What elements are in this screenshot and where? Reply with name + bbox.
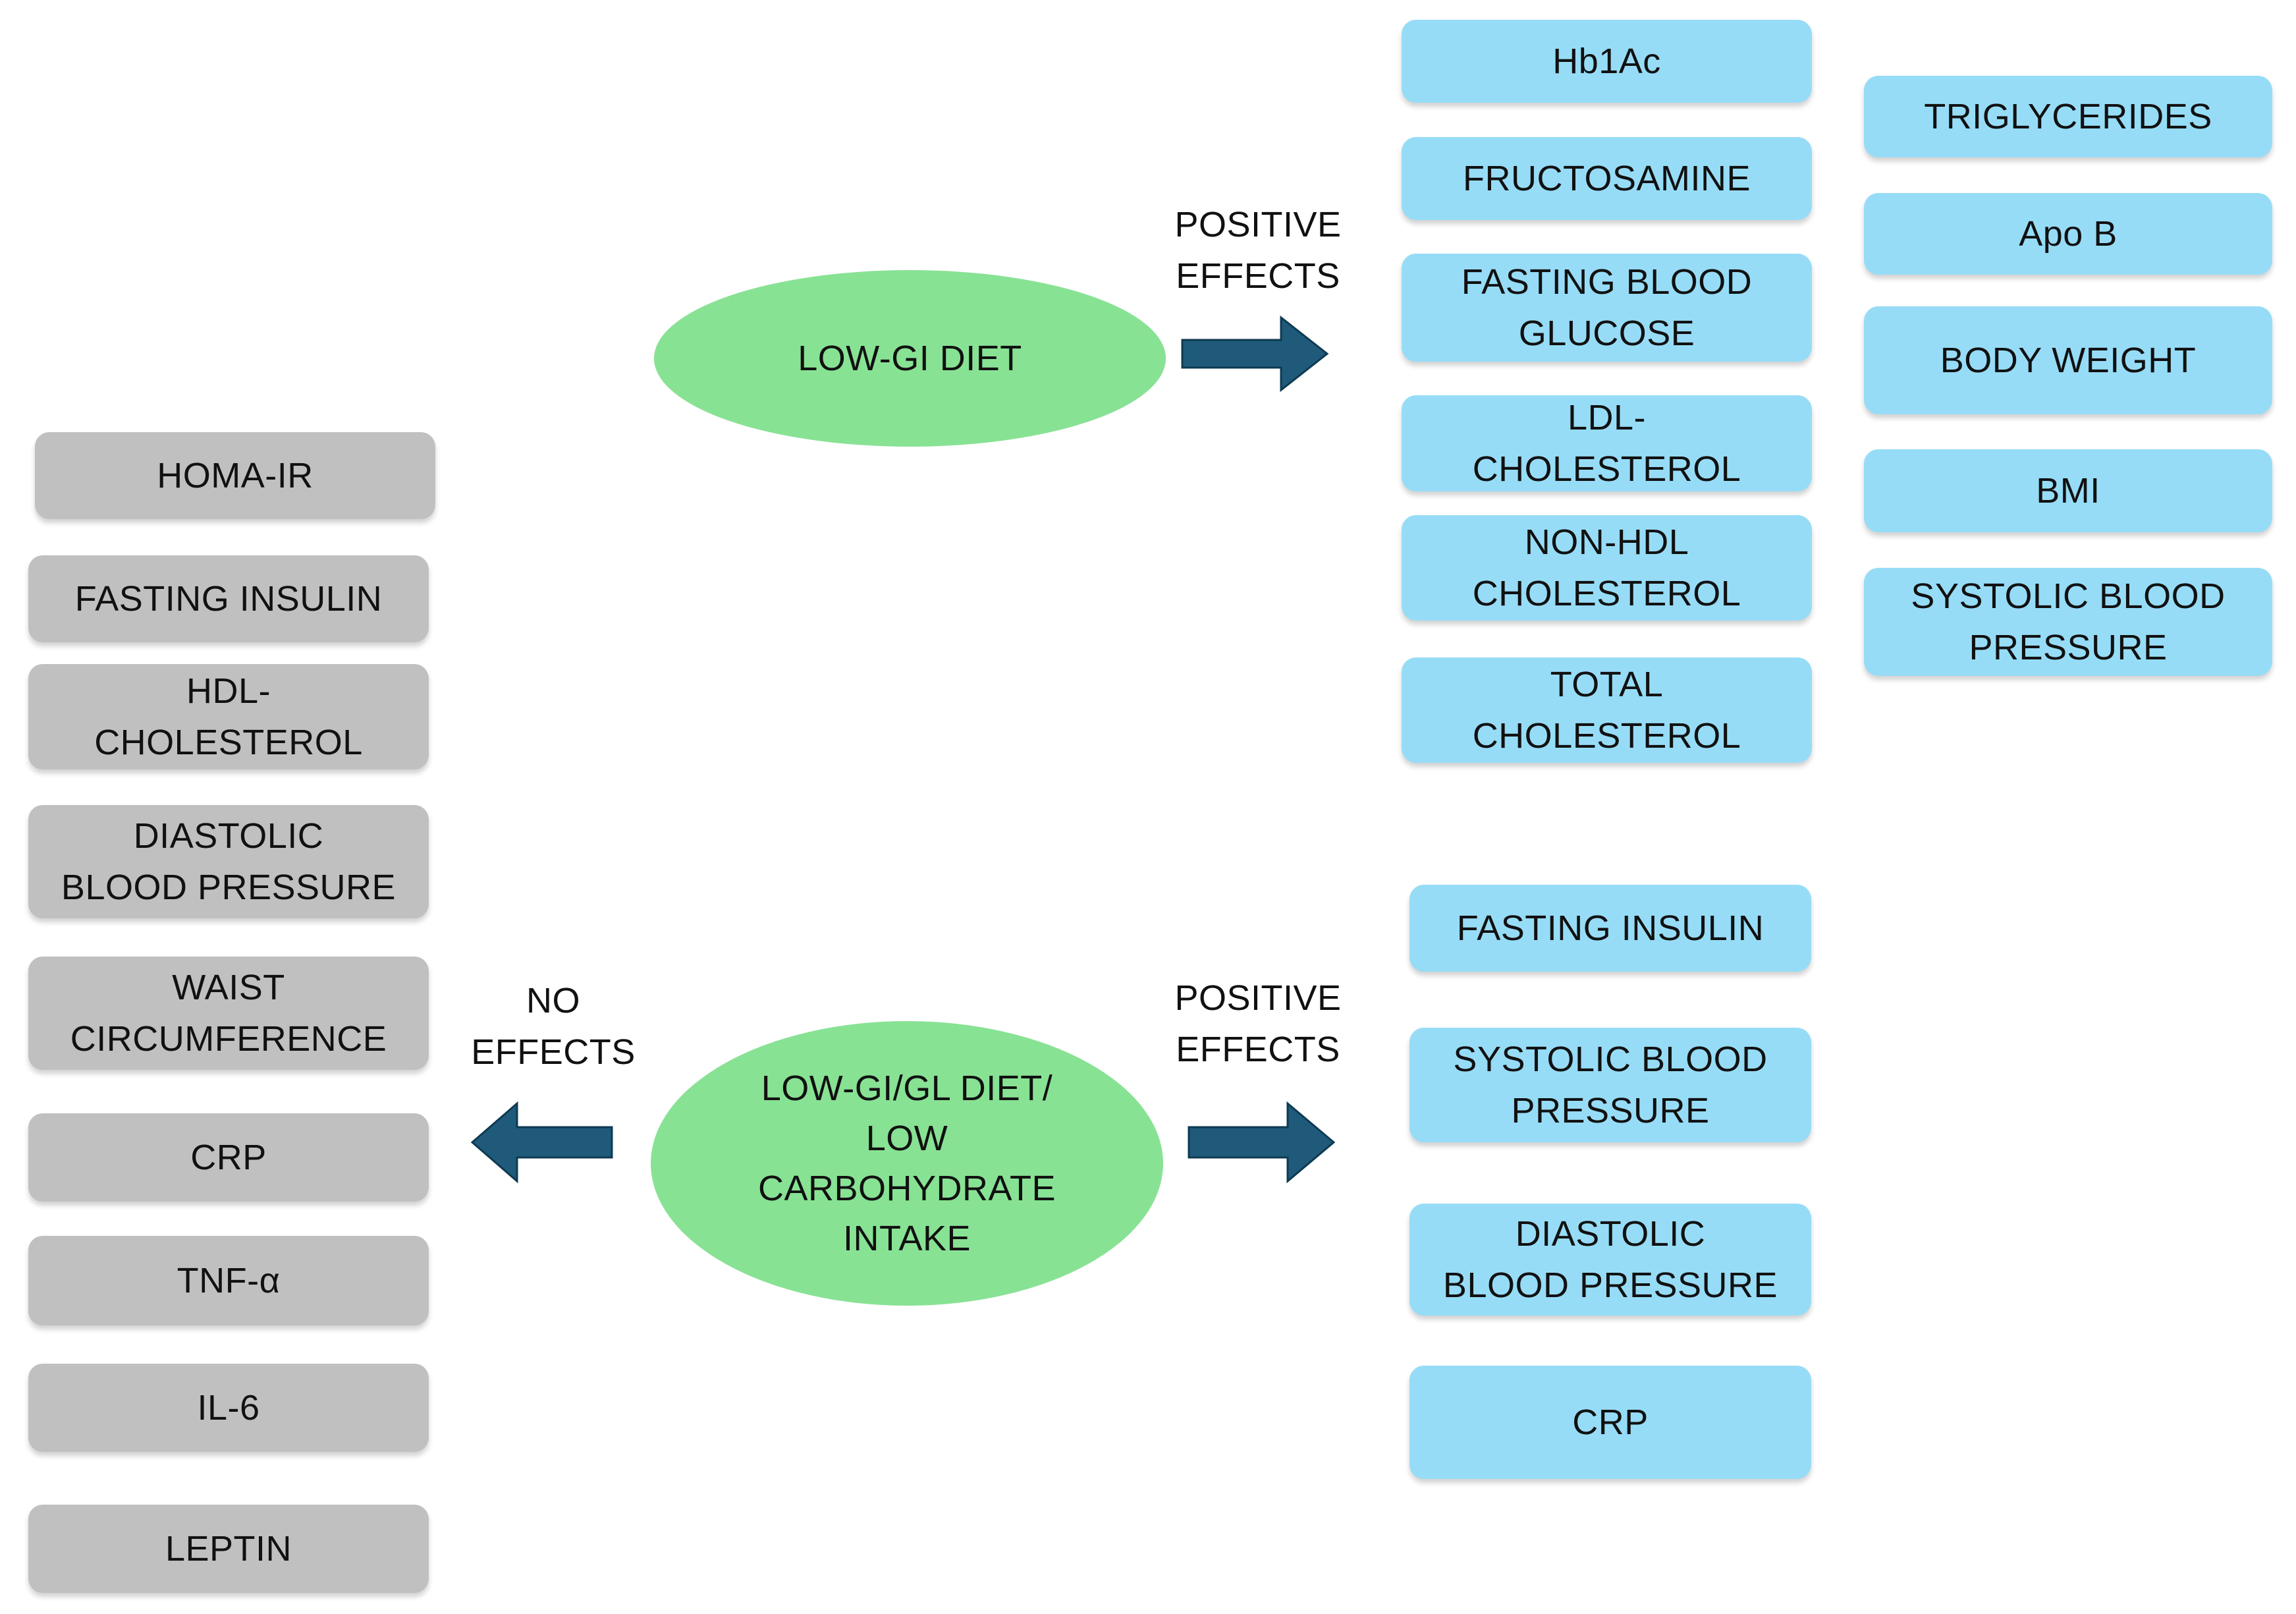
no-effect-diastolic-blood-pressure: DIASTOLIC BLOOD PRESSURE [28,805,429,918]
no-effects-label: NO EFFECTS [471,981,636,1072]
positive-effect-bmi: BMI [1864,449,2272,532]
arrow-right-icon [1188,1101,1336,1184]
no-effect-il-6: IL-6 [28,1364,429,1452]
gl-positive-effect-diastolic-blood-pressure: DIASTOLIC BLOOD PRESSURE [1409,1204,1811,1316]
no-effect-waist-circumference: WAIST CIRCUMFERENCE [28,957,429,1070]
gl-positive-effect-systolic-blood-pressure: SYSTOLIC BLOOD PRESSURE [1409,1028,1811,1142]
arrow-left-icon [470,1101,613,1184]
low-gi-diet-oval: LOW-GI DIET [654,270,1166,447]
positive-effect-non-hdl-cholesterol: NON-HDL CHOLESTEROL [1402,515,1812,621]
no-effect-leptin: LEPTIN [28,1505,429,1593]
no-effect-homa-ir: HOMA-IR [35,432,435,519]
positive-effect-systolic-blood-pressure: SYSTOLIC BLOOD PRESSURE [1864,568,2272,676]
no-effect-hdl-cholesterol: HDL- CHOLESTEROL [28,664,429,769]
positive-effect-ldl-cholesterol: LDL- CHOLESTEROL [1402,395,1812,491]
no-effect-crp: CRP [28,1113,429,1202]
positive-effect-triglycerides: TRIGLYCERIDES [1864,76,2272,157]
positive-effect-fasting-blood-glucose: FASTING BLOOD GLUCOSE [1402,254,1812,362]
arrow-right-icon [1181,315,1329,393]
gl-positive-effect-crp: CRP [1409,1366,1811,1479]
positive-effect-apo-b: Apo B [1864,193,2272,275]
no-effect-tnf-alpha: TNF-α [28,1236,429,1325]
positive-effect-hb1ac: Hb1Ac [1402,20,1812,103]
positive-effect-fructosamine: FRUCTOSAMINE [1402,137,1812,220]
positive-effects-label-top: POSITIVE EFFECTS [1174,205,1342,296]
low-gi-gl-diet-oval: LOW-GI/GL DIET/ LOW CARBOHYDRATE INTAKE [651,1021,1163,1306]
no-effect-fasting-insulin: FASTING INSULIN [28,555,429,642]
positive-effect-body-weight: BODY WEIGHT [1864,306,2272,414]
gl-positive-effect-fasting-insulin: FASTING INSULIN [1409,885,1811,972]
positive-effects-label-bottom: POSITIVE EFFECTS [1174,978,1342,1069]
positive-effect-total-cholesterol: TOTAL CHOLESTEROL [1402,657,1812,763]
